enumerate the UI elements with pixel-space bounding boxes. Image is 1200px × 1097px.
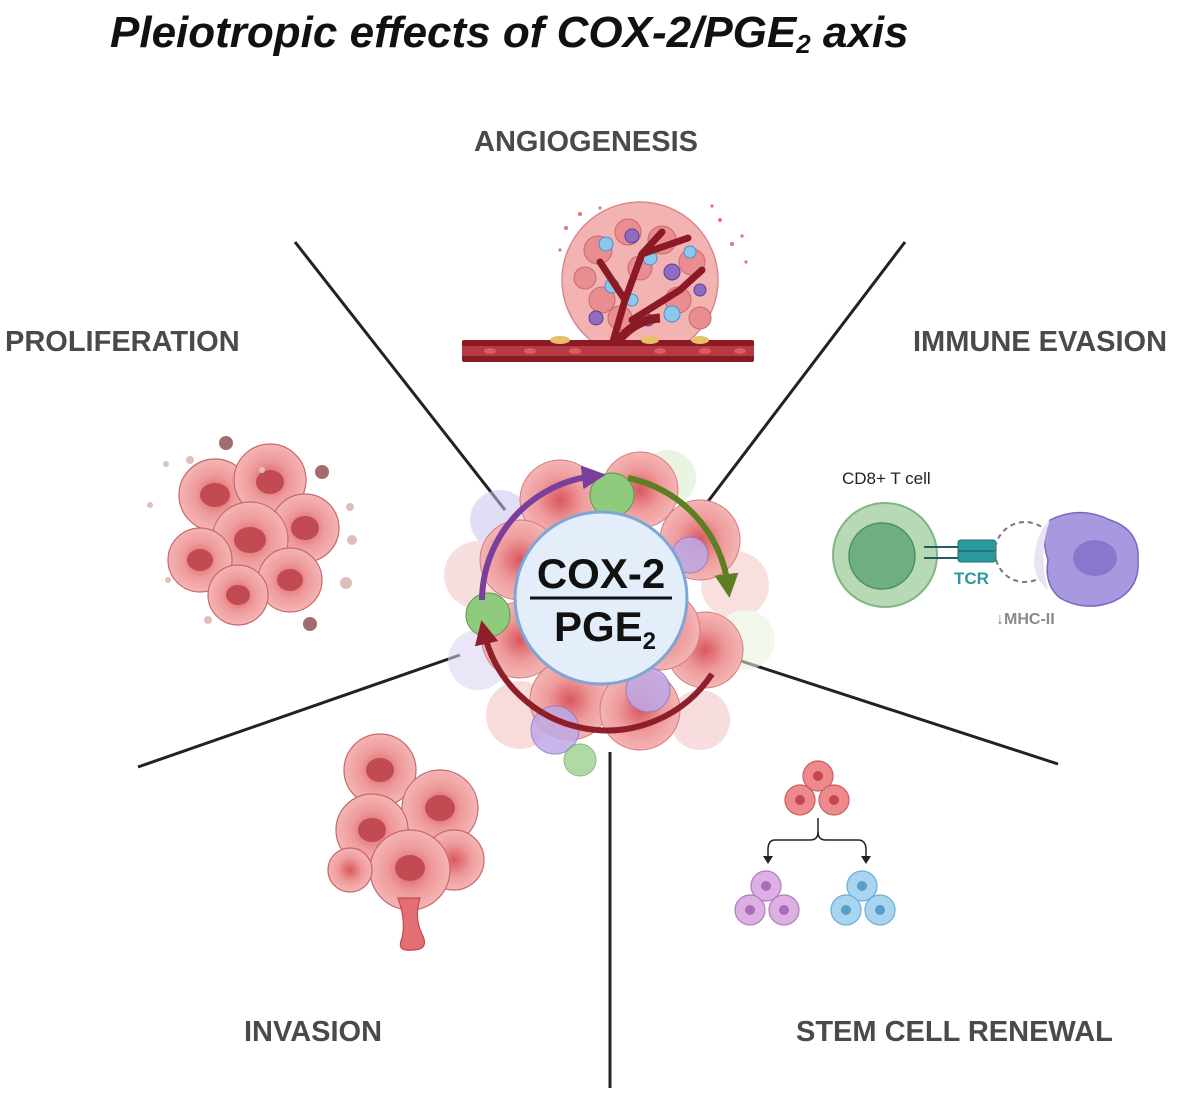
effect-label-invasion: INVASION (244, 1016, 383, 1048)
arrow-purple (479, 465, 606, 601)
divider-line-lower-right (737, 658, 1059, 766)
divider-line-upper-right (698, 241, 907, 513)
arrow-green (627, 475, 739, 598)
cd8-t-cell-label: CD8+ T cell (842, 469, 931, 488)
center-denominator-sub: 2 (643, 628, 656, 655)
proliferation-illustration (147, 436, 357, 631)
immune-evasion-illustration: CD8+ T cell TCR ↓MHC-II (832, 469, 1139, 628)
diagram-title: Pleiotropic effects of COX-2/PGE2 axis (110, 8, 909, 60)
effect-label-stem-cell-renewal: STEM CELL RENEWAL (796, 1016, 1113, 1048)
mhc-ii-label: ↓MHC-II (996, 611, 1055, 628)
cox2-pge2-center: COX-2 PGE2 (513, 510, 689, 686)
center-numerator: COX-2 (537, 550, 665, 597)
divider-line-upper-left (293, 241, 507, 511)
invasion-illustration (327, 733, 485, 951)
invasive-protrusion (397, 897, 425, 951)
divider-lines (137, 241, 1059, 1088)
center-denominator: PGE2 (554, 603, 656, 655)
arrow-red (474, 620, 715, 734)
center-denominator-text: PGE (554, 603, 643, 650)
stem-cell-renewal-illustration (734, 760, 896, 926)
effect-label-immune-evasion: IMMUNE EVASION (913, 326, 1168, 358)
tcr-label: TCR (954, 569, 989, 588)
effect-label-proliferation: PROLIFERATION (5, 326, 240, 358)
angiogenesis-illustration (462, 201, 754, 362)
effect-label-angiogenesis: ANGIOGENESIS (474, 126, 698, 158)
title-suffix: axis (810, 8, 909, 57)
title-main: Pleiotropic effects of COX-2/PGE (110, 8, 797, 57)
title-subscript: 2 (796, 29, 811, 59)
divider-line-lower-left (137, 653, 461, 769)
cycle-arrows (474, 465, 739, 734)
